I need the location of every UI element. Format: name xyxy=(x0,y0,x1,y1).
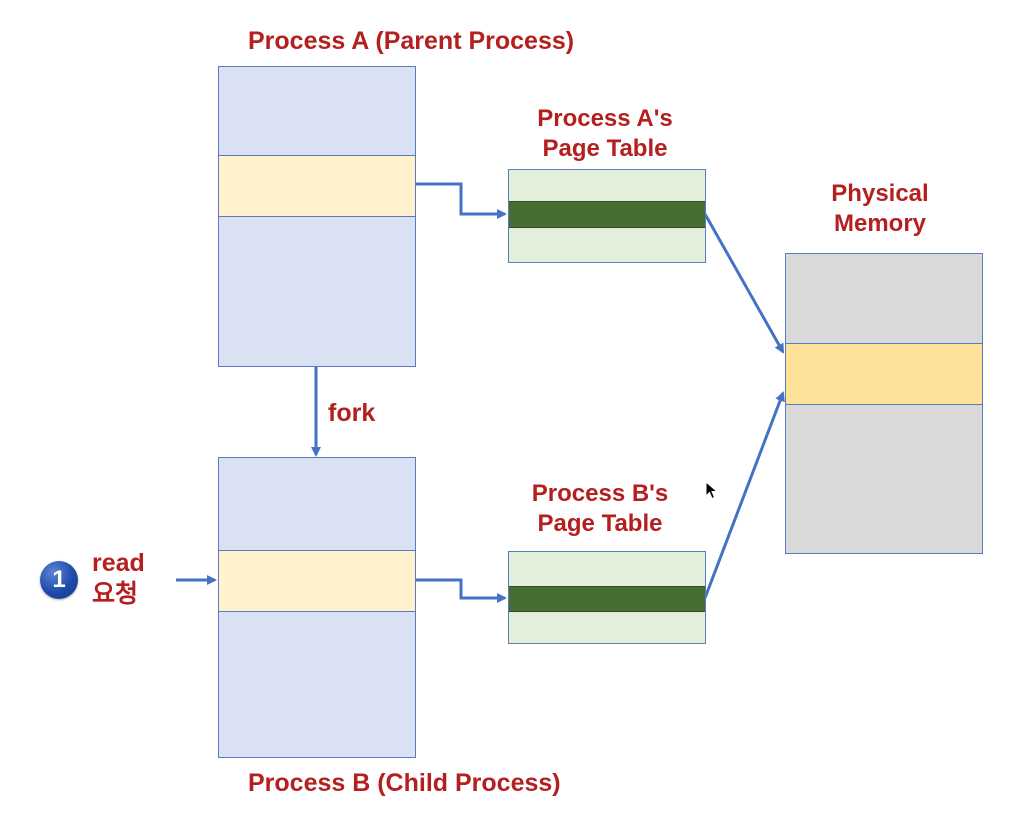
page-table-b-title: Process B's Page Table xyxy=(515,479,685,539)
read-request-label: read 요청 xyxy=(92,548,145,610)
page-table-b-title-line1: Process B's xyxy=(531,480,669,507)
process-b-address-space xyxy=(218,457,416,758)
process-b-page xyxy=(219,550,415,612)
page-table-b-title-line2: Page Table xyxy=(537,510,663,537)
step-1-badge: 1 xyxy=(40,561,78,599)
read-request-line1: read xyxy=(92,549,145,577)
arrow-pta-to-physical xyxy=(703,213,785,354)
fork-label: fork xyxy=(328,399,376,427)
page-table-a xyxy=(508,169,706,263)
physical-memory-frame xyxy=(786,343,982,405)
physical-memory xyxy=(785,253,983,554)
page-table-b-entry xyxy=(509,586,705,612)
mouse-cursor-icon xyxy=(705,481,719,500)
process-a-page xyxy=(219,155,415,217)
arrow-b-to-pagetable xyxy=(416,578,507,603)
process-a-address-space xyxy=(218,66,416,367)
read-request-line2: 요청 xyxy=(92,580,139,608)
arrow-a-to-pagetable xyxy=(416,182,507,219)
process-a-title: Process A (Parent Process) xyxy=(248,27,575,55)
physical-memory-title-line2: Memory xyxy=(833,210,927,237)
page-table-a-title: Process A's Page Table xyxy=(520,104,690,164)
page-table-a-title-line1: Process A's xyxy=(537,105,673,132)
page-table-b xyxy=(508,551,706,644)
process-b-title: Process B (Child Process) xyxy=(248,769,561,797)
physical-memory-title: Physical Memory xyxy=(815,179,945,239)
page-table-a-title-line2: Page Table xyxy=(542,135,668,162)
page-table-a-entry xyxy=(509,201,705,228)
physical-memory-title-line1: Physical xyxy=(831,180,929,207)
